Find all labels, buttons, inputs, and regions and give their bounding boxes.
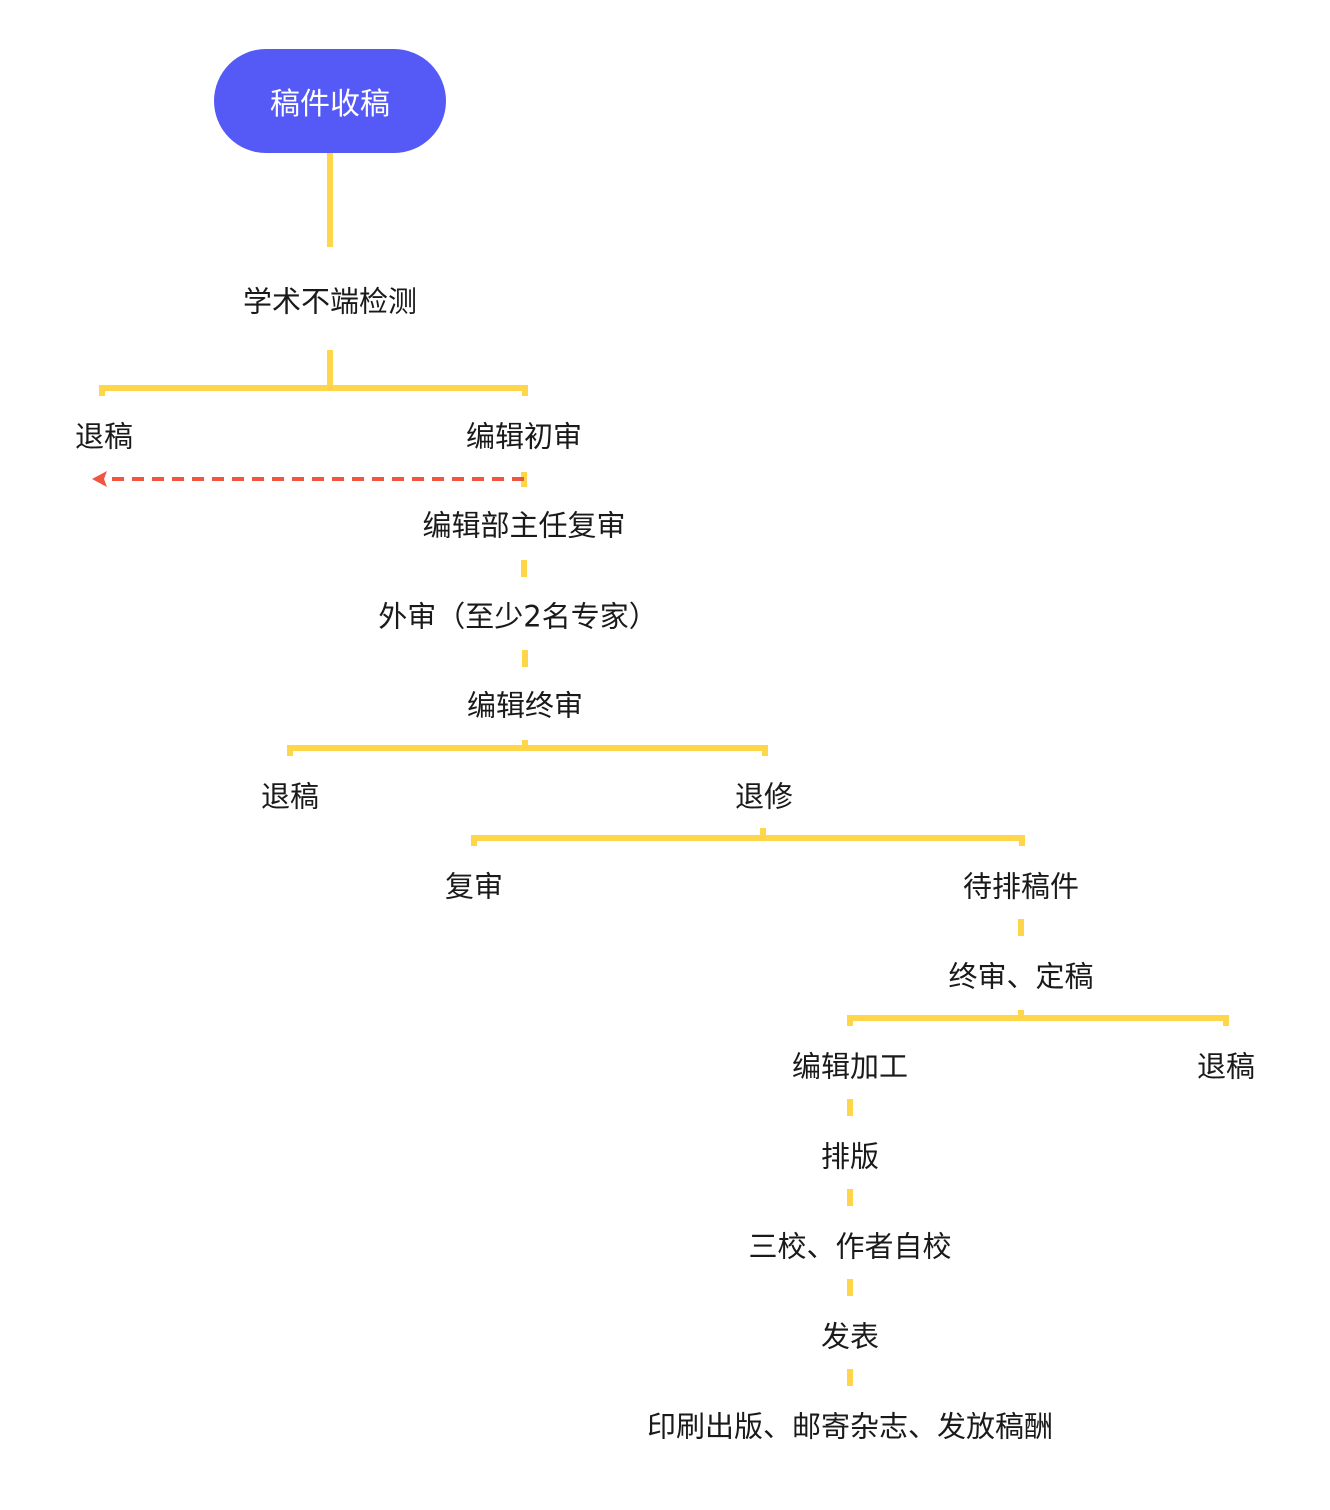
node-plagiarism-check: 学术不端检测 [242,284,418,319]
node-proofreading: 三校、作者自校 [748,1229,952,1264]
reject-arrowhead-icon [92,471,107,487]
node-reject-2: 退稿 [260,779,320,814]
node-publish: 发表 [820,1319,880,1354]
start-node-manuscript-received: 稿件收稿 [214,49,446,153]
node-revise: 退修 [734,779,794,814]
connector-finalize-branch [847,1010,1229,1026]
start-node-label: 稿件收稿 [270,87,390,122]
node-finalize: 终审、定稿 [948,959,1094,994]
node-final-editor-review: 编辑终审 [466,688,584,723]
connector-final-branch [287,740,768,756]
connector-check-branch [99,350,528,396]
node-director-review: 编辑部主任复审 [422,508,626,543]
node-reject-3: 退稿 [1196,1049,1256,1084]
node-print-distribute: 印刷出版、邮寄杂志、发放稿酬 [646,1409,1054,1444]
node-initial-review: 编辑初审 [465,419,583,454]
node-external-review: 外审（至少2名专家） [378,599,658,634]
node-editing: 编辑加工 [791,1049,909,1084]
node-typesetting: 排版 [820,1139,880,1174]
node-re-review: 复审 [444,869,504,904]
connector-revise-branch [471,828,1025,846]
node-reject-1: 退稿 [74,419,134,454]
node-pending: 待排稿件 [962,869,1080,904]
